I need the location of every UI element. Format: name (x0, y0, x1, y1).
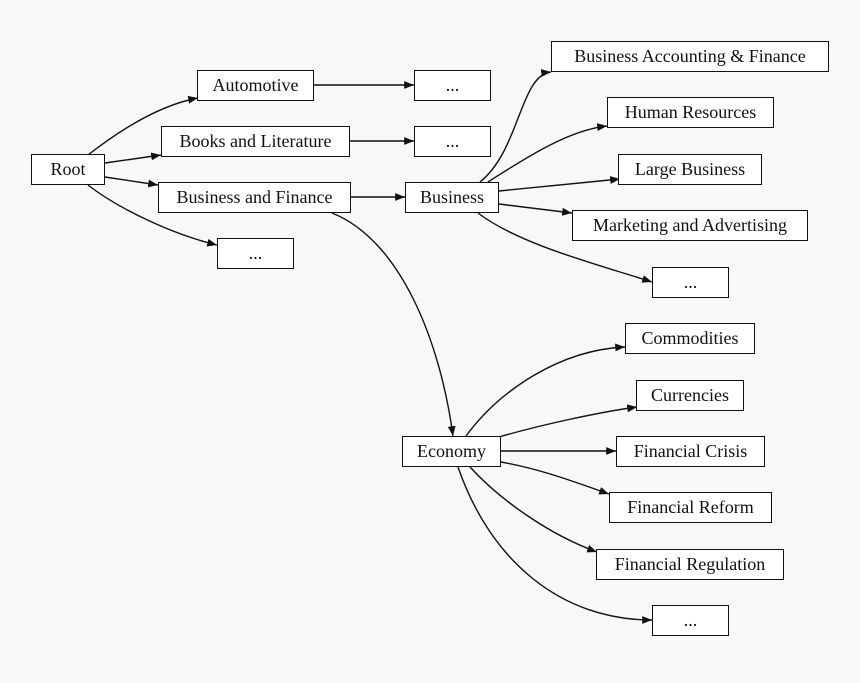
node-economy-more: ... (652, 605, 729, 636)
node-automotive-more: ... (414, 70, 491, 101)
edge-business-to-bus_acct (479, 69, 552, 183)
edge-busfin-to-economy (331, 212, 456, 437)
edge-root-to-root_more (87, 184, 218, 247)
edge-root-to-books (104, 152, 162, 164)
node-root: Root (31, 154, 105, 185)
node-commodities: Commodities (625, 323, 755, 354)
node-marketing-and-advertising: Marketing and Advertising (572, 210, 808, 241)
node-business-and-finance: Business and Finance (158, 182, 351, 213)
edge-root-to-automotive (87, 95, 199, 156)
node-business: Business (405, 182, 499, 213)
node-economy: Economy (402, 436, 501, 467)
node-business-accounting-finance: Business Accounting & Finance (551, 41, 829, 72)
node-financial-regulation: Financial Regulation (596, 549, 784, 580)
edge-economy-to-commodities (465, 343, 626, 437)
node-human-resources: Human Resources (607, 97, 774, 128)
edge-business-to-bus_more (477, 212, 653, 283)
node-business-more: ... (652, 267, 729, 298)
node-financial-crisis: Financial Crisis (616, 436, 765, 467)
node-automotive: Automotive (197, 70, 314, 101)
edge-business-to-human_res (487, 123, 608, 183)
node-financial-reform: Financial Reform (609, 492, 772, 523)
node-books-more: ... (414, 126, 491, 157)
edge-economy-to-currencies (498, 404, 638, 438)
edge-economy-to-fin_reform (500, 461, 610, 495)
node-large-business: Large Business (618, 154, 762, 185)
edge-economy-to-econ_more (457, 466, 653, 624)
edge-root-to-busfin (104, 176, 159, 188)
edge-business-to-large_bus (498, 176, 621, 192)
edge-business-to-marketing (498, 203, 573, 216)
edge-economy-to-fin_regulation (469, 466, 598, 553)
node-books-and-literature: Books and Literature (161, 126, 350, 157)
node-currencies: Currencies (636, 380, 744, 411)
node-root-more: ... (217, 238, 294, 269)
